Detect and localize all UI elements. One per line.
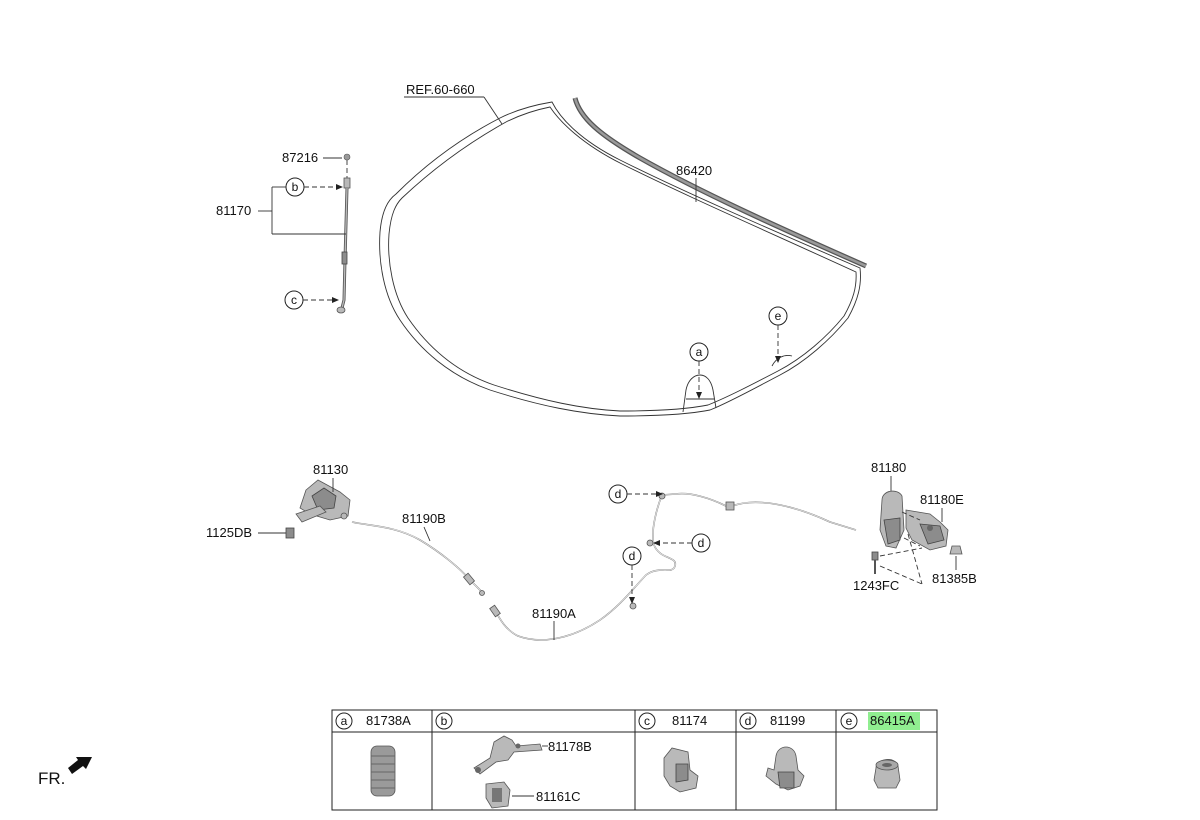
- callout-d-1: d: [608, 484, 663, 504]
- part-81174: 81174: [672, 713, 707, 728]
- part-b-icons: 81178B 81161C: [473, 735, 592, 809]
- cable-b-callout: 81190B: [402, 511, 446, 542]
- cable-b-label: 81190B: [402, 511, 446, 526]
- front-arrow-icon: [68, 757, 92, 774]
- front-label: FR.: [38, 769, 65, 788]
- part-81738a: 81738A: [366, 713, 411, 728]
- svg-text:e: e: [775, 309, 782, 323]
- hood-seal: [572, 97, 868, 269]
- part-a-icon: [370, 745, 396, 797]
- grommet-label: 87216: [282, 150, 318, 165]
- svg-text:d: d: [629, 549, 636, 563]
- part-highlight: [868, 712, 920, 730]
- bolt-left-label: 1125DB: [206, 525, 252, 540]
- cable-a-label: 81190A: [532, 606, 576, 621]
- release-handle-label: 81130: [313, 462, 348, 477]
- callout-d-3: d: [622, 546, 642, 604]
- part-86415a: 86415A: [870, 713, 915, 728]
- svg-text:b: b: [441, 714, 448, 728]
- svg-text:c: c: [291, 293, 297, 307]
- part-d-icon: [765, 746, 805, 791]
- latch-e-label: 81180E: [920, 492, 964, 507]
- table-header-e: e 86415A: [840, 712, 920, 730]
- ref-callout: REF.60-660: [404, 82, 503, 125]
- part-81199: 81199: [770, 713, 805, 728]
- svg-text:c: c: [644, 714, 650, 728]
- part-81161c: 81161C: [536, 789, 581, 804]
- table-header-c: c 81174: [638, 712, 707, 730]
- svg-text:a: a: [696, 345, 703, 359]
- hood-panel: [379, 101, 861, 417]
- part-c-icon: [663, 747, 699, 793]
- svg-text:d: d: [698, 536, 705, 550]
- svg-text:e: e: [846, 714, 853, 728]
- callout-e-hood: e: [768, 306, 788, 363]
- clip-right-label: 81385B: [932, 571, 977, 586]
- part-81178b: 81178B: [548, 739, 592, 754]
- callout-a-hood: a: [689, 342, 709, 399]
- cable-a-callout: 81190A: [532, 606, 576, 640]
- release-cables: [351, 492, 857, 641]
- table-header-a: a 81738A: [335, 712, 411, 730]
- stay-rod-group: 87216 81170 b c: [216, 150, 351, 314]
- svg-text:a: a: [341, 714, 348, 728]
- seal-callout: 86420: [676, 163, 712, 202]
- table-header-b: b: [435, 712, 453, 730]
- svg-text:d: d: [615, 487, 622, 501]
- front-indicator: FR.: [38, 757, 92, 788]
- svg-text:d: d: [745, 714, 752, 728]
- latch-label: 81180: [871, 460, 906, 475]
- table-header-d: d 81199: [739, 712, 805, 730]
- svg-text:b: b: [292, 180, 299, 194]
- stay-rod-label: 81170: [216, 203, 251, 218]
- release-handle: 81130 1125DB: [206, 462, 351, 540]
- parts-table: a 81738A b c 81174 d 81199 e 86415A: [331, 709, 938, 811]
- bolt-right-label: 1243FC: [853, 578, 899, 593]
- hood-latch: 81180 81180E 1243FC 81385B: [853, 460, 977, 593]
- seal-label: 86420: [676, 163, 712, 178]
- callout-d-2: d: [653, 533, 711, 553]
- part-e-icon: [873, 759, 901, 789]
- ref-label: REF.60-660: [406, 82, 475, 97]
